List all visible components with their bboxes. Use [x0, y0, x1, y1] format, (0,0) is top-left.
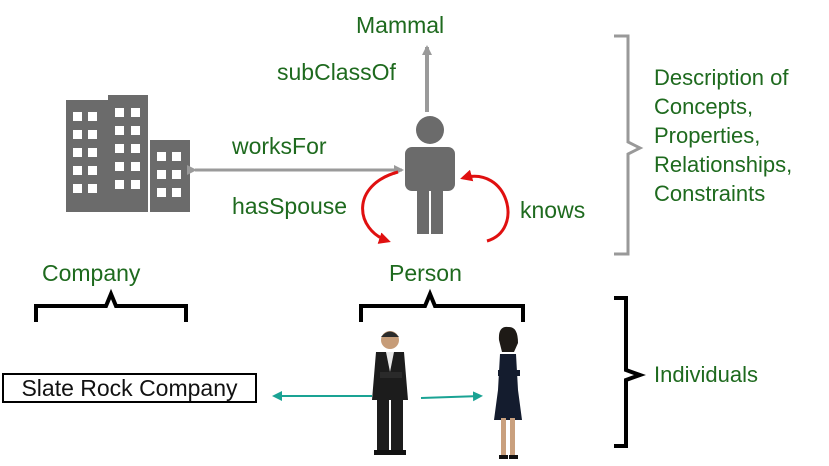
- building-icon: [66, 95, 190, 212]
- person-brace: [359, 288, 525, 322]
- knows-arrow: [460, 169, 510, 243]
- man-figure: [372, 331, 408, 455]
- worksfor-label: worksFor: [232, 133, 327, 159]
- individuals-bracket: [614, 296, 646, 448]
- hasspouse-arrow: [361, 170, 399, 244]
- person-label: Person: [389, 260, 462, 286]
- knows-label: knows: [520, 197, 586, 223]
- description-line: Properties,: [654, 123, 761, 148]
- hasspouse-label: hasSpouse: [232, 193, 348, 219]
- individuals-label: Individuals: [654, 362, 758, 387]
- mammal-label: Mammal: [356, 12, 445, 38]
- slate-rock-company-label: Slate Rock Company: [21, 374, 238, 401]
- description-bracket: [614, 34, 644, 256]
- description-line: Concepts,: [654, 94, 754, 119]
- company-label: Company: [42, 260, 141, 286]
- slate-rock-company-box: Slate Rock Company: [2, 373, 257, 403]
- person-icon: [405, 116, 455, 234]
- company-brace: [34, 288, 188, 322]
- description-line: Description of: [654, 65, 789, 90]
- spouse-link-arrow: [420, 391, 483, 402]
- woman-figure: [494, 326, 522, 459]
- description-text: Description of Concepts, Properties, Rel…: [654, 63, 792, 208]
- description-line: Relationships,: [654, 152, 793, 177]
- subclassof-label: subClassOf: [277, 59, 396, 85]
- description-line: Constraints: [654, 181, 766, 206]
